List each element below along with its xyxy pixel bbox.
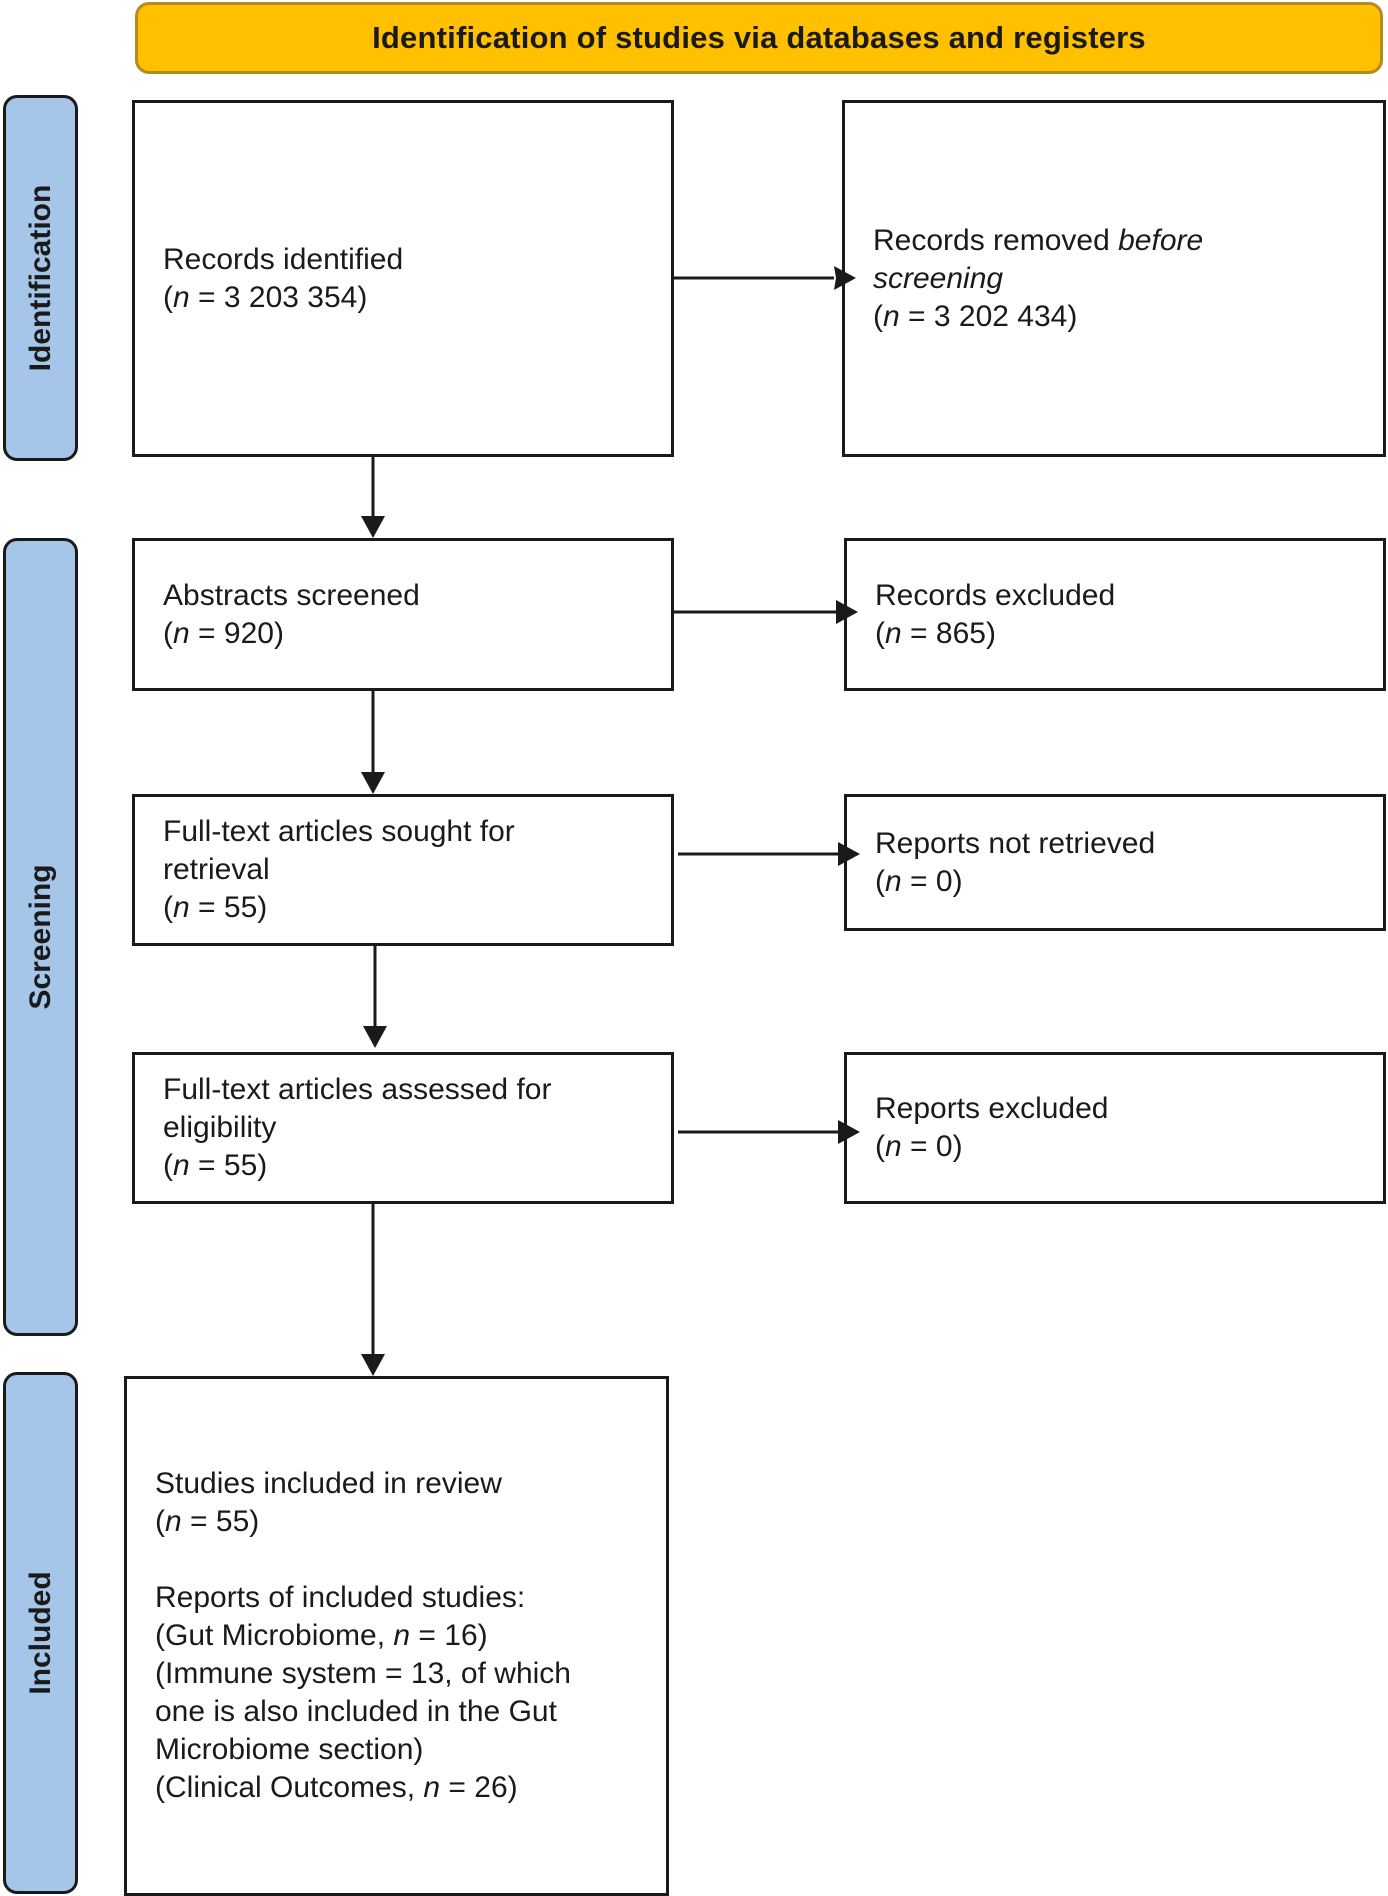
records-removed-count: (n = 3 202 434) — [873, 299, 1078, 333]
abstracts-screened-label: Abstracts screened — [163, 578, 420, 612]
reports-heading: Reports of included studies: — [155, 1581, 526, 1614]
full-text-sought-box: Full-text articles sought for retrieval … — [132, 794, 674, 946]
arrowhead-identified-to-removed — [834, 266, 856, 290]
arrowhead-sought-to-not-retrieved — [838, 842, 860, 866]
arrowhead-sought-to-assessed — [363, 1026, 387, 1048]
full-text-sought-count: (n = 55) — [163, 891, 268, 924]
header-banner: Identification of studies via databases … — [135, 2, 1383, 74]
records-excluded-count: (n = 865) — [875, 616, 996, 650]
full-text-assessed-label-cont: eligibility — [163, 1111, 277, 1144]
records-identified-count: (n = 3 203 354) — [163, 280, 368, 314]
records-excluded-label: Records excluded — [875, 578, 1116, 612]
arrowhead-abstracts-to-sought — [361, 772, 385, 794]
immune-line-2: one is also included in the Gut — [155, 1695, 557, 1728]
records-excluded-box: Records excluded (n = 865) — [844, 538, 1386, 691]
arrowhead-identified-to-abstracts — [361, 516, 385, 538]
studies-included-label: Studies included in review — [155, 1467, 502, 1500]
reports-not-retrieved-box: Reports not retrieved (n = 0) — [844, 794, 1386, 931]
reports-not-retrieved-label: Reports not retrieved — [875, 826, 1156, 860]
arrowhead-assessed-to-included — [361, 1354, 385, 1376]
records-removed-label: Records removed before — [873, 223, 1204, 257]
abstracts-screened-count: (n = 920) — [163, 616, 284, 650]
full-text-assessed-count: (n = 55) — [163, 1149, 268, 1182]
reports-excluded-label: Reports excluded — [875, 1092, 1109, 1125]
records-identified-label: Records identified — [163, 242, 404, 276]
full-text-sought-label: Full-text articles sought for — [163, 815, 515, 848]
studies-included-box: Studies included in review (n = 55) Repo… — [124, 1376, 669, 1896]
immune-line-1: (Immune system = 13, of which — [155, 1657, 571, 1690]
studies-included-count: (n = 55) — [155, 1505, 260, 1538]
phase-included: Included — [3, 1372, 78, 1894]
full-text-assessed-box: Full-text articles assessed for eligibil… — [132, 1052, 674, 1204]
immune-line-3: Microbiome section) — [155, 1733, 424, 1766]
phase-screening: Screening — [3, 538, 78, 1336]
full-text-sought-label-cont: retrieval — [163, 853, 270, 886]
arrowhead-assessed-to-excluded — [838, 1120, 860, 1144]
full-text-assessed-label: Full-text articles assessed for — [163, 1073, 552, 1106]
clinical-outcomes-line: (Clinical Outcomes, n = 26) — [155, 1771, 518, 1804]
reports-excluded-box: Reports excluded (n = 0) — [844, 1052, 1386, 1204]
records-removed-label-cont: screening — [873, 261, 1004, 295]
header-title: Identification of studies via databases … — [372, 20, 1146, 55]
records-identified-box: Records identified (n = 3 203 354) — [132, 100, 674, 457]
reports-not-retrieved-count: (n = 0) — [875, 864, 963, 898]
arrowhead-abstracts-to-excluded — [836, 600, 858, 624]
gut-microbiome-line: (Gut Microbiome, n = 16) — [155, 1619, 488, 1652]
reports-excluded-count: (n = 0) — [875, 1130, 963, 1163]
abstracts-screened-box: Abstracts screened (n = 920) — [132, 538, 674, 691]
phase-identification: Identification — [3, 95, 78, 461]
